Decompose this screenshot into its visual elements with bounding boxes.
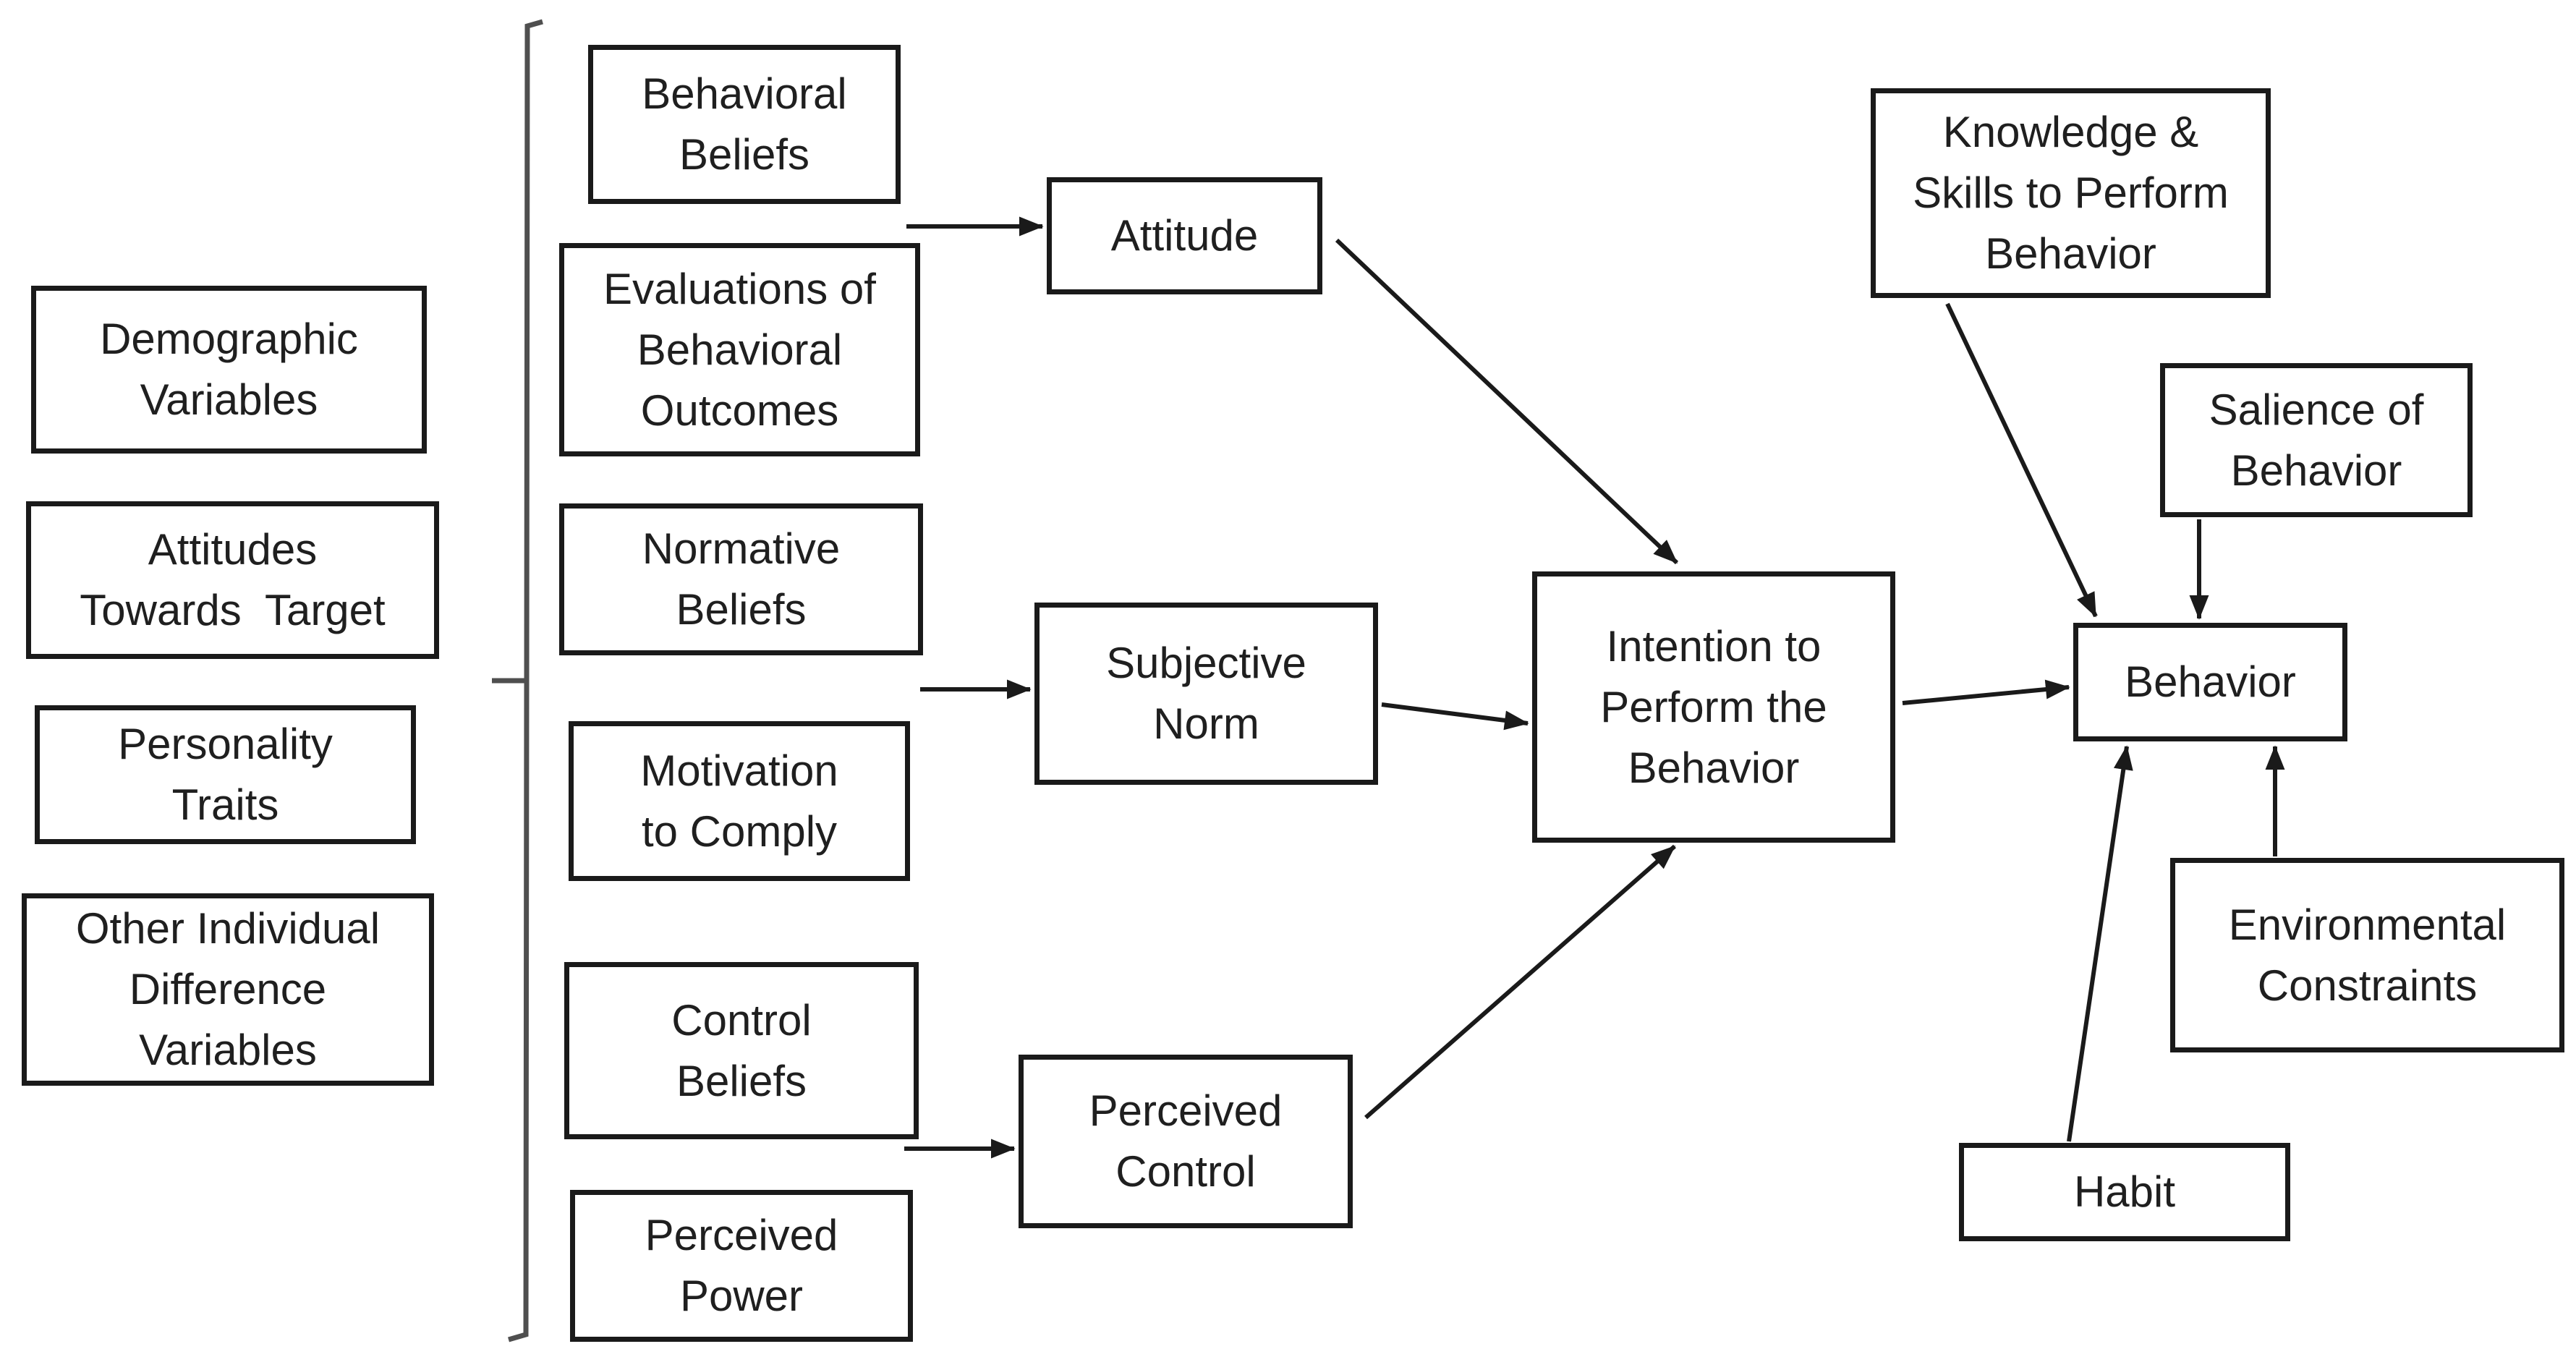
node-behavior: Behavior: [2073, 623, 2347, 741]
node-normative-beliefs: Normative Beliefs: [559, 503, 923, 655]
node-subjective-norm: Subjective Norm: [1034, 603, 1378, 785]
node-perceived-power: Perceived Power: [570, 1190, 913, 1342]
edge-attitude-to-intention: [1335, 238, 1679, 565]
node-salience-of-behavior: Salience of Behavior: [2160, 363, 2473, 517]
node-environmental-constraints: Environmental Constraints: [2170, 858, 2564, 1052]
node-personality-traits: Personality Traits: [35, 705, 416, 844]
node-demographic-variables: Demographic Variables: [31, 286, 427, 454]
node-attitude: Attitude: [1047, 177, 1322, 294]
node-knowledge-and-skills-to-perform-behavior: Knowledge & Skills to Perform Behavior: [1871, 88, 2271, 298]
edge-perceived-control-to-intention: [1364, 844, 1676, 1120]
edge-subjective-norm-to-intention: [1381, 702, 1529, 731]
node-motivation-to-comply: Motivation to Comply: [569, 721, 910, 881]
node-evaluations-of-behavioral-outcomes: Evaluations of Behavioral Outcomes: [559, 243, 920, 456]
node-behavioral-beliefs: Behavioral Beliefs: [588, 45, 901, 204]
node-intention-to-perform-the-behavior: Intention to Perform the Behavior: [1532, 571, 1895, 843]
node-attitudes-towards-target: Attitudes Towards Target: [26, 501, 439, 659]
node-habit: Habit: [1959, 1143, 2290, 1241]
edge-habit-to-behavior: [2067, 745, 2133, 1142]
edge-intention-to-behavior: [1902, 679, 2070, 705]
node-perceived-control: Perceived Control: [1019, 1055, 1353, 1228]
node-other-individual-difference-variables: Other Individual Difference Variables: [22, 893, 434, 1086]
edge-knowledge-to-behavior: [1945, 302, 2098, 618]
node-control-beliefs: Control Beliefs: [564, 962, 919, 1139]
